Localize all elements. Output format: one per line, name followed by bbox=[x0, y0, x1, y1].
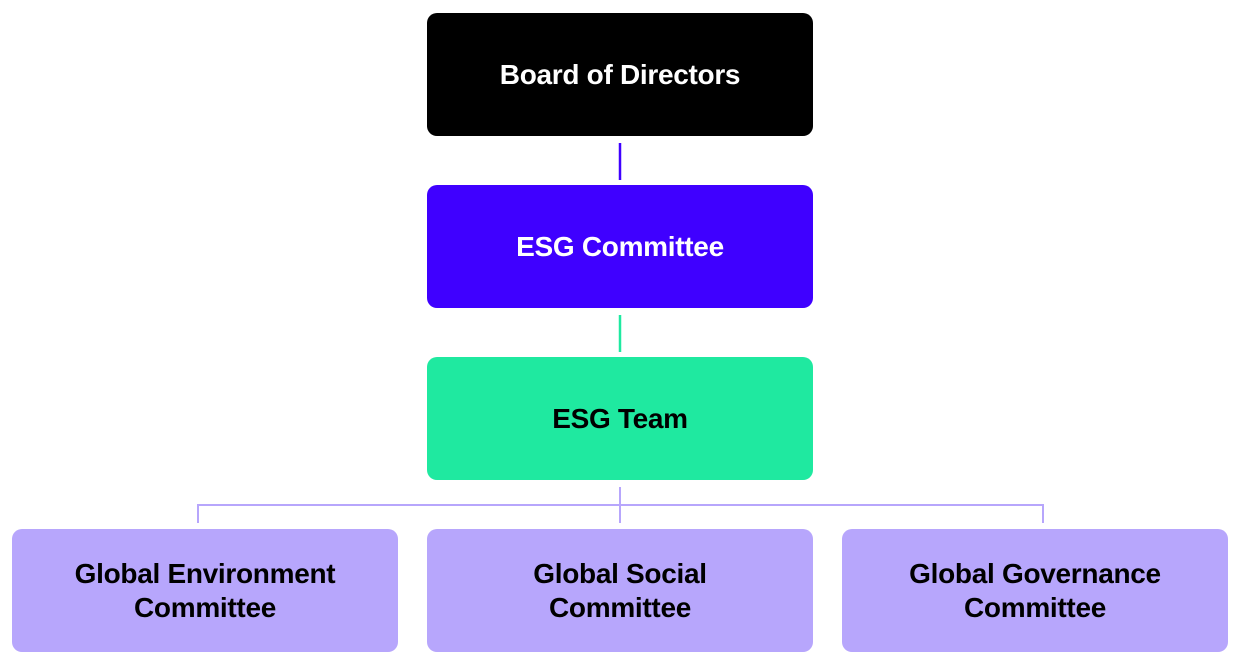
esg-team-label: ESG Team bbox=[552, 402, 688, 434]
global-environment-committee-box: Global Environment Committee bbox=[12, 529, 398, 652]
esg-committee-box: ESG Committee bbox=[427, 185, 813, 308]
global-governance-committee-box: Global Governance Committee bbox=[842, 529, 1228, 652]
board-of-directors-box: Board of Directors bbox=[427, 13, 813, 136]
esg-committee-label: ESG Committee bbox=[516, 230, 724, 262]
esg-team-box: ESG Team bbox=[427, 357, 813, 480]
global-governance-label-line2: Committee bbox=[964, 591, 1106, 623]
global-governance-label-line1: Global Governance bbox=[909, 557, 1161, 589]
global-social-committee-box: Global Social Committee bbox=[427, 529, 813, 652]
global-social-label-line1: Global Social bbox=[533, 557, 707, 589]
global-social-label-line2: Committee bbox=[549, 591, 691, 623]
global-environment-label-line2: Committee bbox=[134, 591, 276, 623]
board-of-directors-label: Board of Directors bbox=[499, 58, 741, 90]
global-environment-label-line1: Global Environment bbox=[74, 557, 336, 589]
